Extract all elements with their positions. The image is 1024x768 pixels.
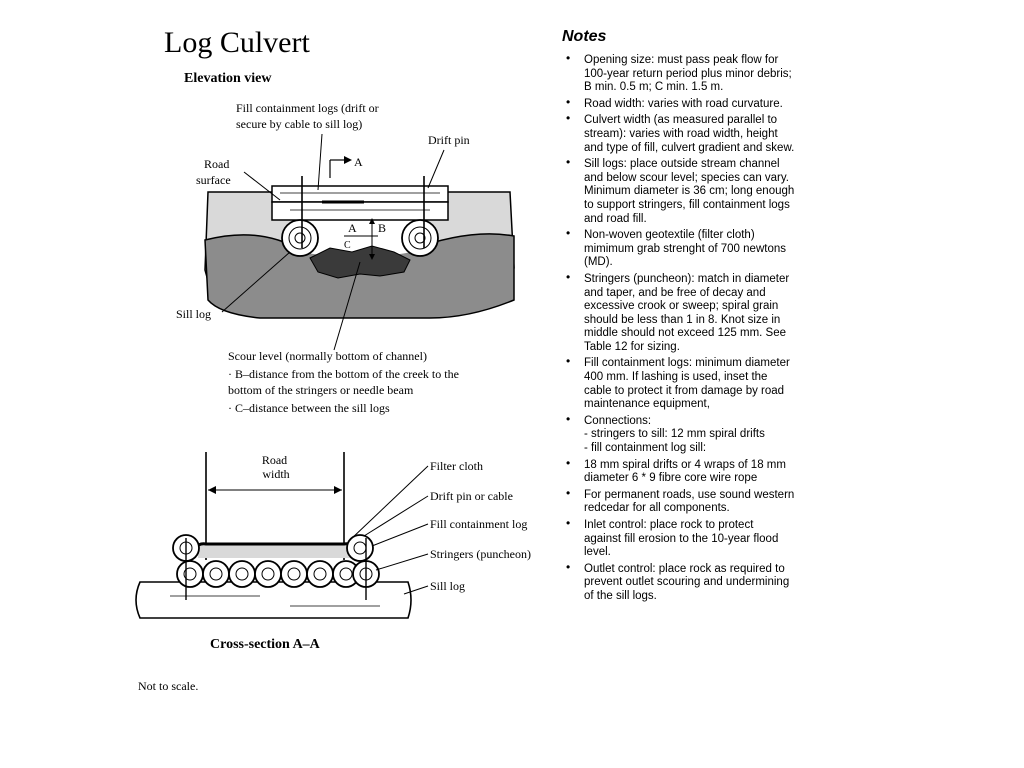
label-drift-pin-cable: Drift pin or cable — [430, 489, 513, 503]
bullet-icon: • — [566, 94, 571, 109]
label-road-width: Road width — [262, 453, 290, 481]
note-item: • For permanent roads, use sound western … — [566, 485, 856, 516]
leader-sill-log — [221, 251, 291, 313]
note-item: • Road width: varies with road curvature. — [566, 94, 856, 112]
culvert-opening — [300, 220, 412, 257]
label-section-a: A — [354, 155, 363, 169]
bullet-icon: • — [566, 269, 571, 284]
label-stringers: Stringers (puncheon) — [430, 547, 531, 561]
note-item: • Non-woven geotextile (filter cloth) mim… — [566, 226, 856, 270]
bullet-icon: • — [566, 485, 571, 500]
cross-section-sill-log — [135, 581, 412, 619]
note-item: • Inlet control: place rock to protect ag… — [566, 516, 856, 560]
note-text: For permanent roads, use sound western r… — [584, 488, 795, 515]
cross-section-caption: Cross-section A–A — [210, 637, 321, 652]
note-text: 18 mm spiral drifts or 4 wraps of 18 mm … — [584, 458, 786, 485]
notes-list: • Opening size: must pass peak flow for 1… — [566, 51, 856, 607]
note-text: Road width: varies with road curvature. — [584, 97, 783, 110]
bullet-icon: • — [566, 411, 571, 426]
note-item: • Opening size: must pass peak flow for 1… — [566, 51, 856, 95]
note-item: • Connections: - stringers to sill: 12 mm… — [566, 411, 856, 456]
note-text: Stringers (puncheon): match in diameter … — [584, 272, 790, 353]
note-item: • Fill containment logs: minimum diameter… — [566, 354, 856, 411]
sill-log-ends — [281, 219, 439, 257]
notes-heading: Notes — [562, 28, 607, 45]
creek-bed — [204, 233, 515, 319]
label-sill-log-elevation: Sill log — [176, 307, 211, 321]
note-text: Culvert width (as measured parallel to s… — [584, 114, 795, 154]
bullet-icon: • — [566, 455, 571, 470]
note-text: Opening size: must pass peak flow for 10… — [584, 54, 792, 94]
elevation-heading: Elevation view — [184, 71, 272, 86]
label-drift-pin: Drift pin — [428, 133, 470, 147]
note-item: • 18 mm spiral drifts or 4 wraps of 18 mm… — [566, 455, 856, 486]
note-item: • Culvert width (as measured parallel to … — [566, 111, 856, 155]
section-marker-arrow — [344, 156, 352, 164]
label-sill-log-cs: Sill log — [430, 579, 465, 593]
note-item: • Outlet control: place rock as required … — [566, 559, 856, 604]
bullet-icon: • — [566, 516, 571, 530]
note-item: • Sill logs: place outside stream channel… — [566, 155, 856, 226]
page-title: Log Culvert — [164, 26, 310, 59]
label-fill-containment-logs: Fill containment logs (drift or secure b… — [236, 101, 382, 131]
scour-level-notes: Scour level (normally bottom of channel)… — [228, 349, 462, 415]
note-text: Outlet control: place rock as required t… — [584, 562, 790, 602]
leader-sill-log-cs — [403, 585, 429, 595]
leader-stringers — [375, 553, 429, 571]
note-item: • Stringers (puncheon): match in diameter… — [566, 269, 856, 355]
label-b: B — [378, 221, 386, 235]
note-text: Fill containment logs: minimum diameter … — [584, 357, 790, 411]
leader-drift-pin-cable — [363, 495, 429, 537]
leader-fill-log — [317, 133, 323, 191]
stringers — [176, 560, 360, 588]
bullet-icon: • — [566, 155, 571, 170]
leader-scour-level — [333, 261, 361, 351]
label-fill-containment-log: Fill containment log — [430, 517, 527, 531]
bullet-icon: • — [566, 111, 571, 126]
bullet-icon: • — [566, 559, 571, 574]
road-fill-cross-section — [198, 544, 350, 558]
leader-filter-cloth — [349, 465, 429, 541]
label-filter-cloth: Filter cloth — [430, 459, 483, 473]
label-a-center: A — [348, 221, 357, 235]
label-c: C — [344, 240, 351, 251]
note-text: Inlet control: place rock to protect aga… — [584, 519, 779, 559]
note-text: Non-woven geotextile (filter cloth) mimi… — [584, 229, 786, 269]
note-text: Sill logs: place outside stream channel … — [584, 158, 795, 225]
leader-road-surface — [243, 171, 281, 201]
bullet-icon: • — [566, 354, 571, 369]
bullet-icon: • — [566, 51, 571, 65]
bullet-icon: • — [566, 226, 571, 241]
leader-fill-log-cs — [371, 523, 429, 547]
fill-containment-logs — [271, 185, 449, 221]
leader-drift-pin — [427, 149, 445, 189]
note-text: Connections: - stringers to sill: 12 mm … — [584, 414, 765, 455]
label-road-surface: Road surface — [196, 157, 232, 187]
not-to-scale-note: Not to scale. — [138, 679, 198, 693]
